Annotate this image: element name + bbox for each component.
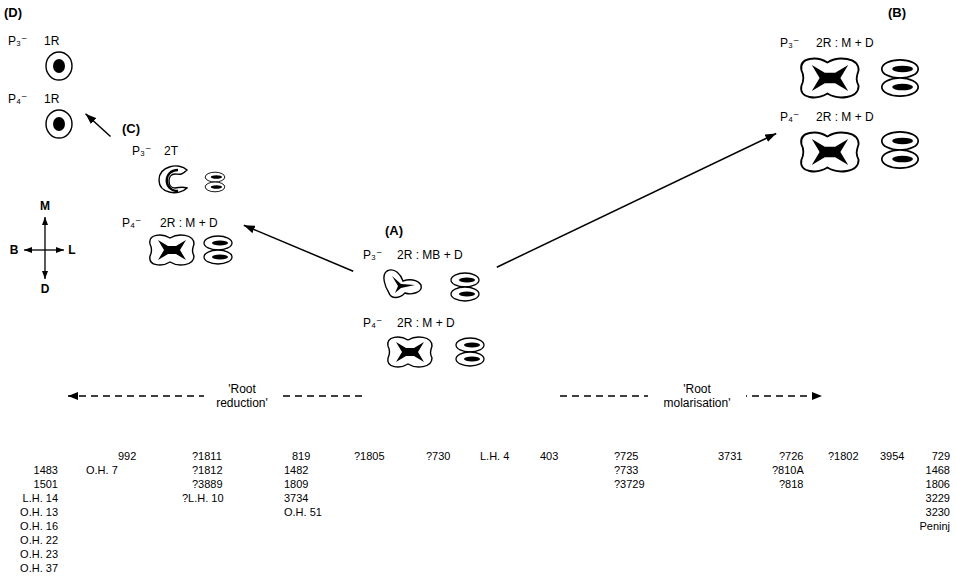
specimen-number: 1482 xyxy=(284,464,308,477)
specimen-number: 819 xyxy=(292,450,310,463)
group-letter: (A) xyxy=(385,224,403,238)
specimen-number: 3954 xyxy=(880,450,904,463)
specimen-number: 1483 xyxy=(34,464,58,477)
root-formula: 2R : M + D xyxy=(397,316,455,330)
group-letter: (C) xyxy=(122,122,140,136)
specimen-number: ?730 xyxy=(426,450,450,463)
specimen-number: ?1811 xyxy=(192,450,222,463)
tooth-label: P₄⁻ xyxy=(780,110,799,124)
specimen-number: O.H. 51 xyxy=(284,506,322,519)
root-formula: 2R : MB + D xyxy=(397,248,463,262)
specimen-number: 3731 xyxy=(718,450,742,463)
specimen-number: 1468 xyxy=(926,464,950,477)
specimen-number: L.H. 4 xyxy=(480,450,509,463)
specimen-group: (B) P₃⁻ 2R : M + D P₄⁻ 2R : M + D xyxy=(778,6,948,178)
specimen-number: 403 xyxy=(540,450,558,463)
specimen-number: ?1805 xyxy=(354,450,385,463)
specimen-number: ?725 xyxy=(614,450,638,463)
specimen-number: O.H. 23 xyxy=(20,548,58,561)
compass-letter: B xyxy=(10,243,19,257)
root-formula: 2T xyxy=(164,144,178,158)
specimen-number: ?L.H. 10 xyxy=(182,492,224,505)
specimen-number: ?1802 xyxy=(828,450,859,463)
specimen-number: ?818 xyxy=(779,478,803,491)
specimen-number: 992 xyxy=(118,450,136,463)
tooth-label: P₄⁻ xyxy=(8,92,27,106)
evolution-arrow xyxy=(86,114,111,137)
root-formula: 2R : M + D xyxy=(816,36,874,50)
tooth-label: P₃⁻ xyxy=(8,34,27,48)
trend-label: 'Root molarisation' xyxy=(648,382,746,410)
compass-letter: L xyxy=(68,243,75,257)
specimen-number: 1806 xyxy=(926,478,950,491)
specimen-number: ?3889 xyxy=(192,478,223,491)
root-formula: 1R xyxy=(44,92,59,106)
specimen-number: 3229 xyxy=(926,492,950,505)
tooth-label: P₄⁻ xyxy=(122,216,141,230)
specimen-number: L.H. 14 xyxy=(23,492,58,505)
group-letter: (D) xyxy=(4,6,22,20)
specimen-number: 1809 xyxy=(284,478,308,491)
specimen-number: 3230 xyxy=(926,506,950,519)
compass-letter: M xyxy=(40,199,50,213)
specimen-number: 729 xyxy=(932,450,950,463)
specimen-number: O.H. 16 xyxy=(20,520,58,533)
tooth-label: P₃⁻ xyxy=(132,144,151,158)
root-formula: 2R : M + D xyxy=(816,110,874,124)
specimen-number: ?810A xyxy=(772,464,804,477)
specimen-group: (D) P₃⁻ 1R P₄⁻ 1R xyxy=(4,6,84,146)
specimen-number: O.H. 13 xyxy=(20,506,58,519)
tooth-label: P₄⁻ xyxy=(363,316,382,330)
root-formula: 2R : M + D xyxy=(160,216,218,230)
tooth-label: P₃⁻ xyxy=(780,36,799,50)
specimen-number: ?1812 xyxy=(192,464,223,477)
evolution-arrow xyxy=(497,134,776,268)
specimen-number: Peninj xyxy=(919,520,950,533)
specimen-number: O.H. 7 xyxy=(86,464,118,477)
specimen-number: 3734 xyxy=(284,492,308,505)
specimen-number: ?733 xyxy=(614,464,638,477)
specimen-number: ?726 xyxy=(779,450,803,463)
group-letter: (B) xyxy=(888,6,906,20)
tooth-label: P₃⁻ xyxy=(363,248,382,262)
specimen-number: 1501 xyxy=(34,478,58,491)
compass-letter: D xyxy=(41,282,50,296)
root-formula: 1R xyxy=(44,34,59,48)
specimen-group: (C) P₃⁻ 2T P₄⁻ 2R : M + D xyxy=(112,122,242,272)
specimen-group: (A)P₃⁻ 2R : MB + D P₄⁻ 2R : M + D xyxy=(355,224,495,379)
evolution-arrow xyxy=(244,225,353,271)
specimen-number: O.H. 37 xyxy=(20,562,58,575)
specimen-number: O.H. 22 xyxy=(20,534,58,547)
trend-label: 'Root reduction' xyxy=(204,382,280,410)
specimen-number: ?3729 xyxy=(614,478,645,491)
